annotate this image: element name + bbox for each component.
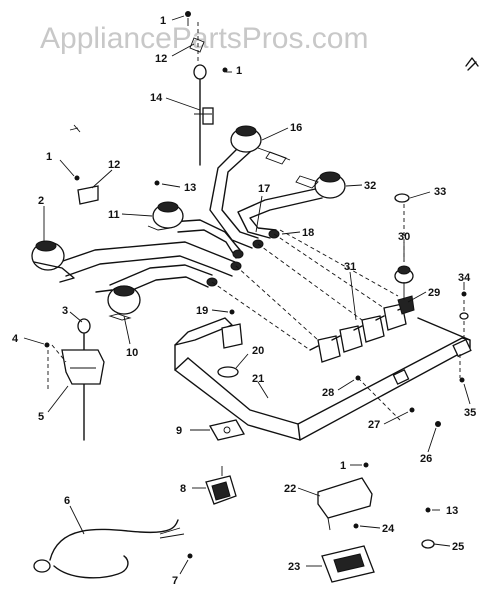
callout-3: 3 — [62, 305, 68, 317]
clip-20 — [217, 323, 243, 378]
callout-32: 32 — [364, 180, 376, 192]
burner-32 — [295, 171, 346, 199]
callout-33: 33 — [434, 186, 446, 198]
callout-17: 17 — [258, 183, 270, 195]
callout-23: 23 — [288, 561, 300, 573]
screw-13-right — [425, 507, 431, 513]
alignment-lines — [211, 204, 465, 421]
callout-24: 24 — [382, 523, 395, 535]
callout-5: 5 — [38, 411, 44, 423]
callout-29: 29 — [428, 287, 440, 299]
callout-26: 26 — [420, 453, 432, 465]
callout-25: 25 — [452, 541, 464, 553]
washer-34 — [459, 312, 469, 320]
callout-4: 4 — [12, 333, 19, 345]
callout-12-left: 12 — [108, 159, 120, 171]
callout-13: 13 — [184, 182, 196, 194]
callout-12-top: 12 — [155, 53, 167, 65]
tube-orifices — [206, 229, 280, 287]
callout-14: 14 — [150, 92, 163, 104]
burner-front-10 — [95, 285, 141, 321]
leader-lines — [23, 15, 471, 575]
screw-26 — [435, 421, 441, 427]
burner-rear-16 — [230, 125, 291, 165]
callout-1-top: 1 — [160, 15, 166, 27]
clip-25 — [421, 539, 435, 549]
callout-1-left: 1 — [46, 151, 52, 163]
callout-27: 27 — [368, 419, 380, 431]
screw-28 — [355, 375, 361, 381]
burner-tubes — [59, 147, 323, 297]
callout-22: 22 — [284, 483, 296, 495]
callout-labels: 1 12 1 14 16 1 12 13 17 32 33 18 2 11 30… — [12, 15, 476, 587]
callout-16: 16 — [290, 122, 302, 134]
screw-34 — [461, 291, 467, 297]
callout-28: 28 — [322, 387, 334, 399]
screw-19 — [229, 309, 235, 315]
callout-1-bottom: 1 — [340, 460, 346, 472]
screw-27 — [409, 407, 415, 413]
screw-35 — [459, 377, 465, 383]
callout-6: 6 — [64, 495, 70, 507]
callout-19: 19 — [196, 305, 208, 317]
callout-34: 34 — [458, 272, 471, 284]
callout-35: 35 — [464, 407, 476, 419]
burner-11 — [147, 201, 184, 231]
washer-33 — [394, 193, 410, 203]
plate-9 — [209, 419, 245, 441]
corner-mark — [465, 57, 479, 71]
screw-13 — [154, 180, 160, 186]
callout-7: 7 — [172, 575, 178, 587]
module-23 — [321, 523, 375, 583]
callout-13-right: 13 — [446, 505, 458, 517]
callout-31: 31 — [344, 261, 356, 273]
wire-harness-6 — [33, 519, 193, 579]
callout-2: 2 — [38, 195, 44, 207]
callout-30: 30 — [398, 231, 410, 243]
callout-11: 11 — [108, 209, 120, 221]
callout-1-rod: 1 — [236, 65, 242, 77]
callout-18: 18 — [302, 227, 314, 239]
bracket-12-left — [69, 124, 99, 205]
spark-module-8 — [205, 466, 237, 505]
bracket-22 — [317, 462, 373, 531]
igniter-rod — [185, 11, 228, 166]
burner-left-2 — [31, 240, 75, 283]
callout-20: 20 — [252, 345, 264, 357]
manifold-pipe — [174, 317, 472, 441]
electrode-bracket — [44, 318, 105, 441]
valve-bank — [309, 265, 415, 363]
callout-21: 21 — [252, 373, 264, 385]
callout-10: 10 — [126, 347, 138, 359]
watermark-logo: AppliancePartsPros.com — [40, 22, 368, 55]
callout-8: 8 — [180, 483, 186, 495]
callout-9: 9 — [176, 425, 182, 437]
